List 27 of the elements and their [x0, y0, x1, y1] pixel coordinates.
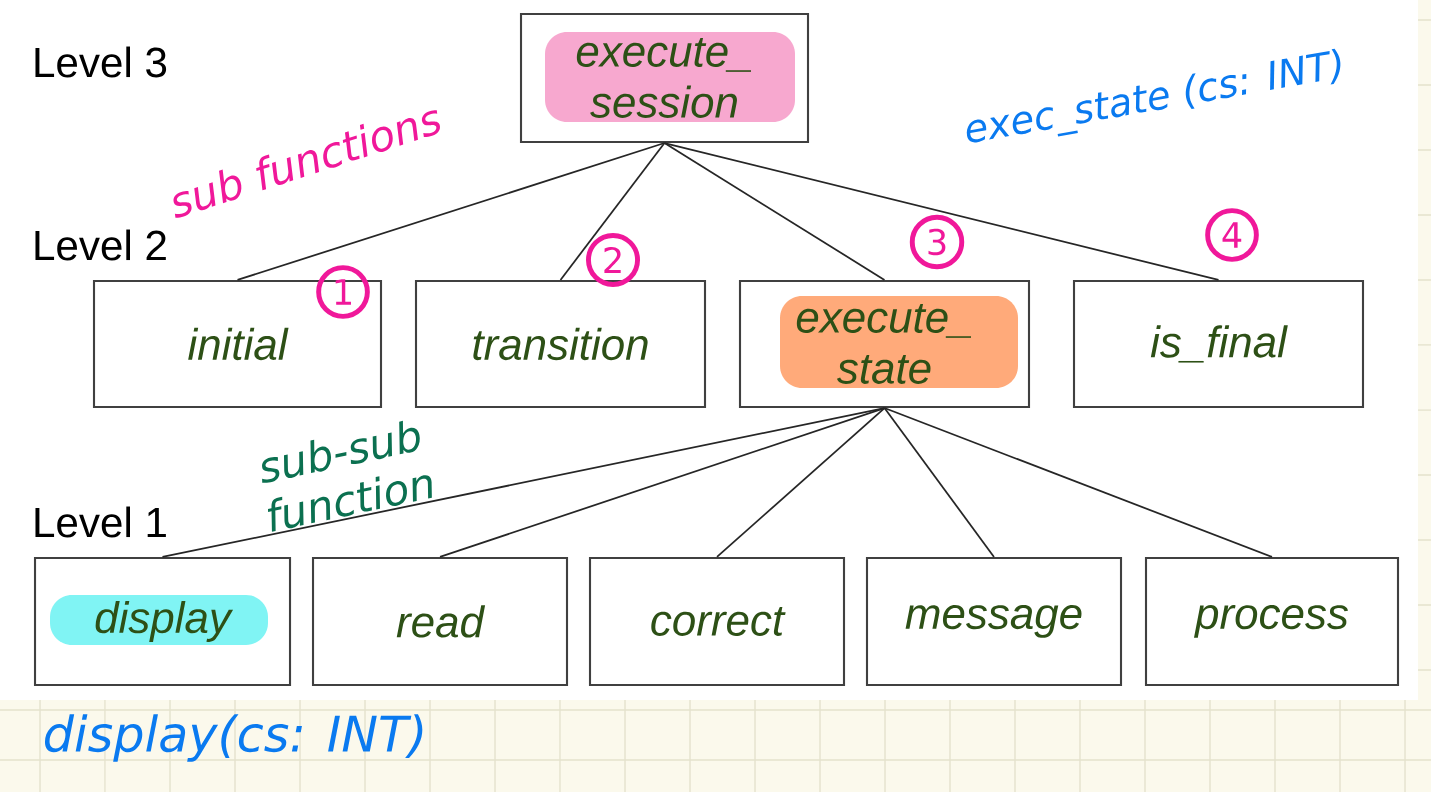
handwritten-note: sub-sub function [262, 420, 432, 532]
level-label: Level 3 [35, 46, 167, 78]
connector-line [439, 407, 886, 558]
function-box: transition [414, 279, 707, 409]
circled-number: 1 [316, 265, 370, 319]
level-label: Level 2 [35, 229, 166, 261]
connector-line [236, 142, 666, 281]
handwritten-note: exec_state (cs: INT) [966, 48, 1341, 143]
connector-line [663, 142, 886, 281]
function-box: display [33, 556, 292, 687]
circled-number: 4 [1205, 208, 1259, 262]
circled-number: 3 [909, 214, 965, 270]
level-label: Level 1 [35, 506, 166, 538]
connector-line [663, 142, 1220, 281]
function-box: process [1144, 556, 1400, 687]
function-box: execute_ state [738, 279, 1031, 409]
function-box: is_final [1072, 279, 1365, 409]
function-box: correct [588, 556, 846, 687]
connector-line [883, 407, 995, 558]
function-box: read [311, 556, 569, 687]
function-box: execute_ session [519, 12, 810, 144]
connector-line [559, 142, 666, 281]
connector-line [883, 407, 1273, 558]
handwritten-note: display(cs: INT) [44, 714, 423, 762]
connector-line [716, 407, 886, 558]
function-box: message [865, 556, 1123, 687]
circled-number: 2 [586, 233, 640, 287]
